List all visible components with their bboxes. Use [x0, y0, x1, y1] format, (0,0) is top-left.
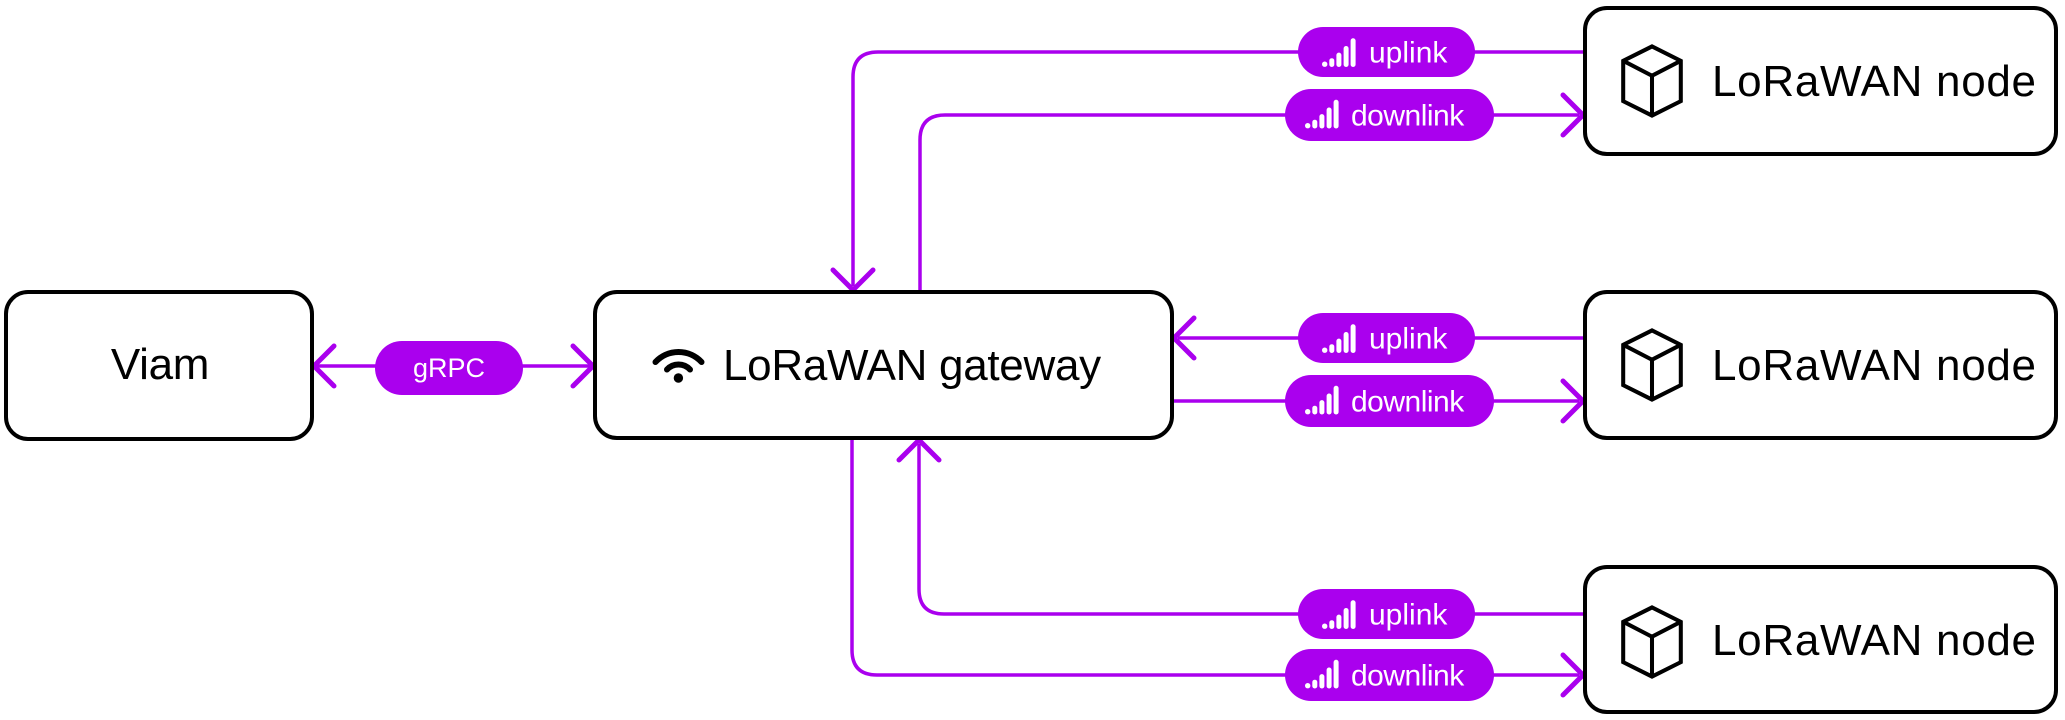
svg-text:uplink: uplink [1369, 599, 1448, 632]
svg-text:LoRaWAN gateway: LoRaWAN gateway [723, 341, 1101, 390]
svg-text:Viam: Viam [111, 340, 209, 389]
svg-text:LoRaWAN node: LoRaWAN node [1712, 341, 2037, 390]
svg-text:uplink: uplink [1369, 323, 1448, 356]
svg-text:gRPC: gRPC [413, 353, 485, 383]
svg-text:LoRaWAN node: LoRaWAN node [1712, 57, 2037, 106]
svg-text:downlink: downlink [1351, 100, 1465, 133]
svg-text:downlink: downlink [1351, 660, 1465, 693]
svg-text:downlink: downlink [1351, 386, 1465, 419]
svg-text:uplink: uplink [1369, 37, 1448, 70]
svg-text:LoRaWAN node: LoRaWAN node [1712, 616, 2037, 665]
